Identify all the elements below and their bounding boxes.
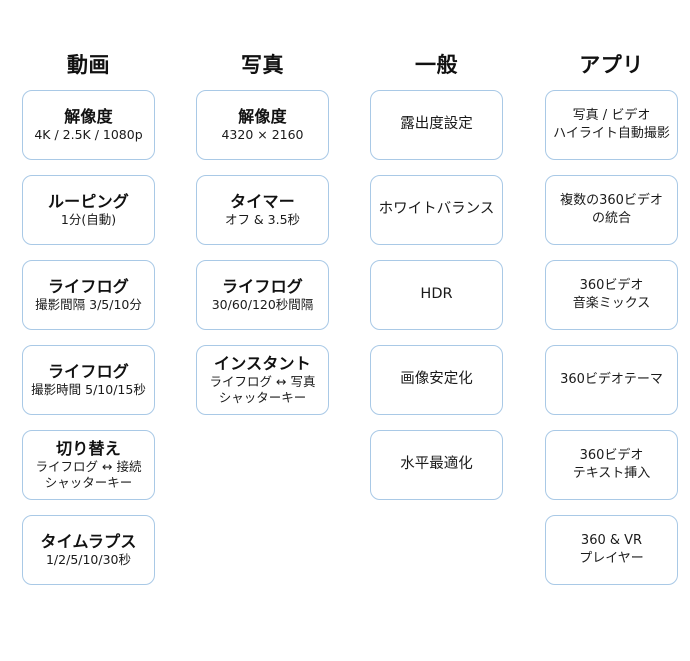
feature-card-label: 360ビデオ <box>579 278 644 294</box>
feature-card-title: タイマー <box>230 192 295 212</box>
column-header: 動画 <box>67 53 110 77</box>
feature-card[interactable]: 写真 / ビデオハイライト自動撮影 <box>545 90 678 160</box>
feature-card-label: テキスト挿入 <box>572 466 651 481</box>
column-header: 一般 <box>415 53 458 77</box>
feature-card[interactable]: ライフログ撮影時間 5/10/15秒 <box>22 345 155 415</box>
feature-card-label: 複数の360ビデオ <box>560 193 663 209</box>
feature-card-label: 写真 / ビデオ <box>572 108 651 124</box>
feature-card[interactable]: 画像安定化 <box>370 345 503 415</box>
feature-card-label: 露出度設定 <box>400 116 473 133</box>
feature-card-label: HDR <box>420 286 453 303</box>
feature-card-detail: ライフログ ↔ 写真 <box>209 373 316 389</box>
feature-card[interactable]: 露出度設定 <box>370 90 503 160</box>
feature-card[interactable]: HDR <box>370 260 503 330</box>
feature-card-detail: シャッターキー <box>44 474 133 490</box>
feature-card-detail: オフ & 3.5秒 <box>224 211 301 227</box>
feature-card-label: ハイライト自動撮影 <box>553 126 670 141</box>
feature-card-detail: 撮影時間 5/10/15秒 <box>31 381 146 397</box>
feature-card-label: プレイヤー <box>579 551 644 566</box>
feature-card-title: ライフログ <box>47 362 129 382</box>
feature-card-title: タイムラプス <box>40 532 137 552</box>
feature-card-detail: 4K / 2.5K / 1080p <box>34 126 143 142</box>
feature-card-title: 解像度 <box>64 107 113 127</box>
feature-card-title: ライフログ <box>47 277 129 297</box>
feature-card-title: ライフログ <box>221 277 303 297</box>
feature-card-label: の統合 <box>591 211 631 226</box>
feature-card-label: 360ビデオテーマ <box>560 372 663 388</box>
feature-card[interactable]: 水平最適化 <box>370 430 503 500</box>
feature-card[interactable]: 360ビデオテキスト挿入 <box>545 430 678 500</box>
feature-card[interactable]: タイマーオフ & 3.5秒 <box>196 175 329 245</box>
feature-card-detail: 30/60/120秒間隔 <box>211 296 314 312</box>
feature-card[interactable]: 切り替えライフログ ↔ 接続シャッターキー <box>22 430 155 500</box>
feature-card[interactable]: 360 & VR プレイヤー <box>545 515 678 585</box>
feature-card-detail: ライフログ ↔ 接続 <box>35 458 142 474</box>
column-header: アプリ <box>579 53 644 77</box>
feature-card[interactable]: ライフログ撮影間隔 3/5/10分 <box>22 260 155 330</box>
feature-card-detail: 1分(自動) <box>60 211 117 227</box>
feature-card-title: 切り替え <box>56 438 121 458</box>
feature-card[interactable]: 360ビデオ音楽ミックス <box>545 260 678 330</box>
feature-card-label: 画像安定化 <box>400 371 473 388</box>
feature-card-detail: 4320 × 2160 <box>221 126 304 142</box>
feature-card[interactable]: インスタントライフログ ↔ 写真シャッターキー <box>196 345 329 415</box>
feature-card[interactable]: 複数の360ビデオの統合 <box>545 175 678 245</box>
feature-card-label: 水平最適化 <box>400 456 473 473</box>
feature-card-detail: 1/2/5/10/30秒 <box>45 551 132 567</box>
feature-card-label: 360ビデオ <box>579 448 644 464</box>
feature-card-label: ホワイトバランス <box>378 201 495 218</box>
feature-card-title: インスタント <box>214 353 311 373</box>
feature-card-label: 360 & VR <box>580 533 643 549</box>
category-column: 一般露出度設定ホワイトバランス HDR 画像安定化水平最適化 <box>370 0 503 661</box>
feature-card-title: ルーピング <box>47 192 129 212</box>
feature-card-title: 解像度 <box>238 107 287 127</box>
feature-card[interactable]: 360ビデオテーマ <box>545 345 678 415</box>
column-header: 写真 <box>241 53 284 77</box>
feature-card-detail: 撮影間隔 3/5/10分 <box>35 296 142 312</box>
feature-card-label: 音楽ミックス <box>572 296 651 311</box>
feature-card[interactable]: ホワイトバランス <box>370 175 503 245</box>
feature-card-detail: シャッターキー <box>218 389 307 405</box>
